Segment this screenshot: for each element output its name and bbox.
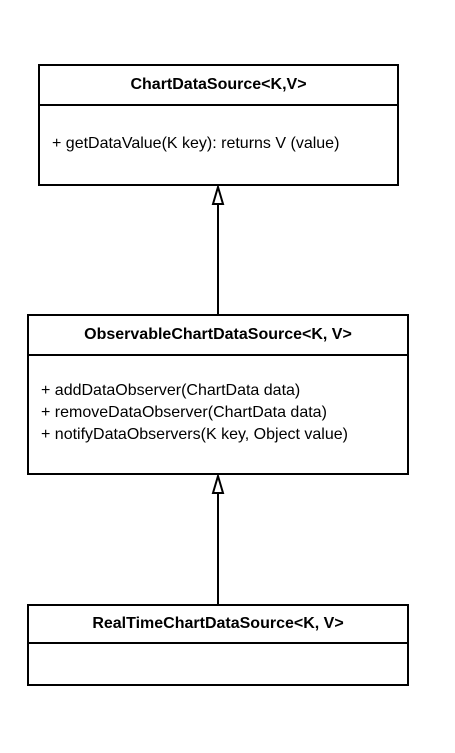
class-members: + getDataValue(K key): returns V (value) (40, 106, 397, 155)
generalization-arrowhead (211, 472, 225, 494)
class-name: RealTimeChartDataSource<K, V> (29, 606, 407, 644)
class-chartdatasource[interactable]: ChartDataSource<K,V> + getDataValue(K ke… (38, 64, 399, 186)
method-notifydataobservers: + notifyDataObservers(K key, Object valu… (41, 426, 348, 443)
method-removedataobserver: + removeDataObserver(ChartData data) (41, 404, 327, 421)
class-name: ObservableChartDataSource<K, V> (29, 316, 407, 356)
class-name: ChartDataSource<K,V> (40, 66, 397, 106)
method-getdatavalue: + getDataValue(K key): returns V (value) (52, 135, 340, 152)
class-realtimechartdatasource[interactable]: RealTimeChartDataSource<K, V> (27, 604, 409, 686)
generalization-arrowhead (211, 183, 225, 205)
class-observablechartdatasource[interactable]: ObservableChartDataSource<K, V> + addDat… (27, 314, 409, 475)
class-members: + addDataObserver(ChartData data) + remo… (29, 356, 407, 446)
method-adddataobserver: + addDataObserver(ChartData data) (41, 382, 301, 399)
